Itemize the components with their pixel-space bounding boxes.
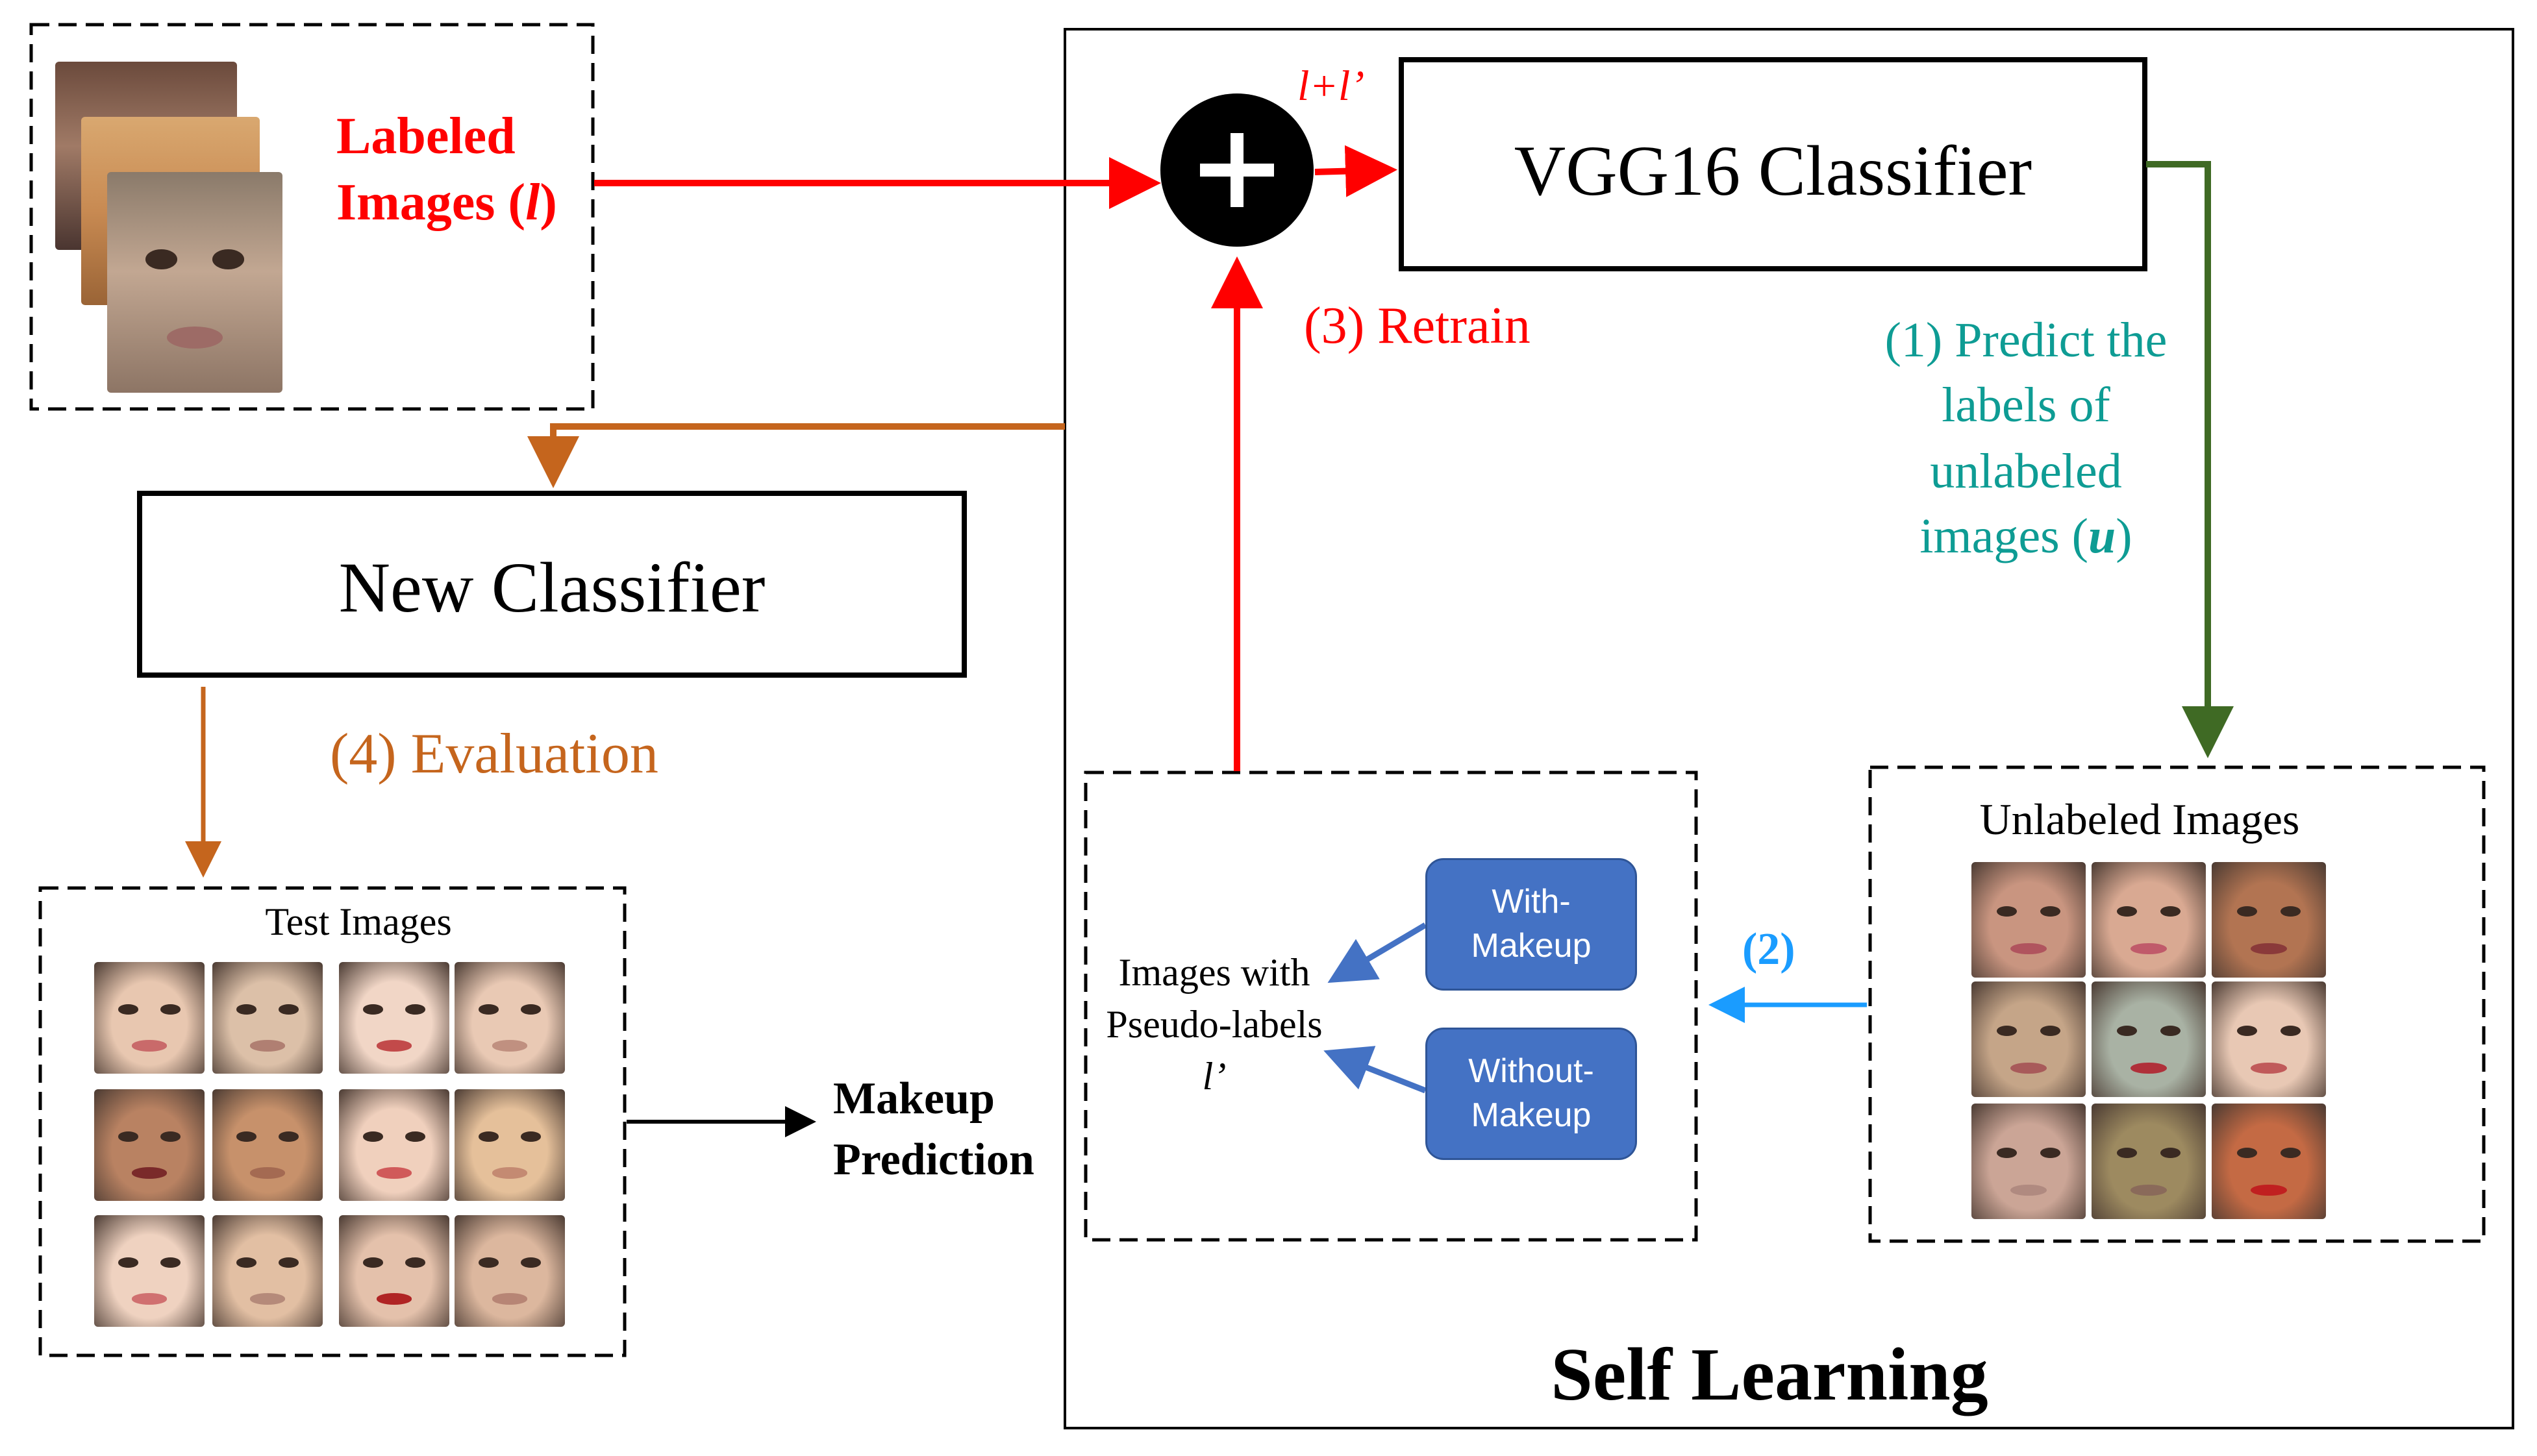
arrow-without-makeup (1323, 1046, 1427, 1094)
predict-label-4: images (u) (1838, 512, 2214, 561)
test-face-12 (455, 1215, 565, 1327)
test-face-8 (455, 1089, 565, 1201)
labeled-images-label-2: Images (l) (336, 177, 557, 228)
retrain-label: (3) Retrain (1304, 297, 1531, 354)
predict-label-2: labels of (1942, 378, 2110, 432)
pseudo-label-3: l’ (1202, 1055, 1227, 1098)
vgg16-label: VGG16 Classifier (1514, 131, 2032, 210)
predict-text: images ( (1919, 509, 2088, 563)
test-face-1 (94, 962, 205, 1074)
pseudo-label-2: Pseudo-labels (1106, 1003, 1323, 1046)
test-face-3 (339, 962, 449, 1074)
labeled-images-text: Images ( (336, 174, 526, 231)
plus-icon-v (1231, 133, 1244, 207)
makeup-label-2: Prediction (833, 1135, 1034, 1185)
predict-close: ) (2116, 509, 2132, 563)
without-makeup-pill: Without- Makeup (1425, 1028, 1637, 1160)
test-face-10 (212, 1215, 323, 1327)
test-face-4 (455, 962, 565, 1074)
new-classifier-label: New Classifier (338, 548, 766, 627)
self-learning-title: Self Learning (1551, 1333, 1988, 1416)
self-learning-frame (1064, 28, 2514, 1429)
vgg16-box (1399, 57, 2147, 271)
new-classifier-box (137, 491, 967, 678)
test-face-6 (212, 1089, 323, 1201)
unlabeled-face-5 (2092, 981, 2206, 1097)
unlabeled-images-label: Unlabeled Images (1979, 795, 2300, 844)
test-face-11 (339, 1215, 449, 1327)
labeled-close: ) (540, 174, 557, 231)
sum-label: l+l’ (1297, 62, 1365, 110)
unlabeled-face-9 (2212, 1104, 2326, 1219)
predict-label-1: (1) Predict the (1884, 313, 2168, 367)
with-makeup-label: With- Makeup (1471, 883, 1592, 965)
arrow-to-new-classifier (527, 423, 1065, 488)
with-makeup-pill: With- Makeup (1425, 858, 1637, 991)
labeled-images-box (29, 23, 595, 411)
unlabeled-face-6 (2212, 981, 2326, 1097)
unlabeled-face-8 (2092, 1104, 2206, 1219)
unlabeled-face-1 (1971, 862, 2086, 978)
step2-label: (2) (1742, 924, 1795, 974)
evaluation-label: (4) Evaluation (330, 722, 658, 785)
arrow-with-makeup (1327, 922, 1427, 983)
unlabeled-images-box (1868, 765, 2486, 1243)
arrow-predict (2146, 161, 2234, 758)
test-images-label: Test Images (265, 900, 452, 943)
unlabeled-face-7 (1971, 1104, 2086, 1219)
unlabeled-face-2 (2092, 862, 2206, 978)
test-face-9 (94, 1215, 205, 1327)
test-face-2 (212, 962, 323, 1074)
labeled-images-label: Labeled (336, 108, 516, 165)
labeled-var: l (525, 174, 540, 231)
pseudo-label-box (1084, 771, 1698, 1242)
predict-var: u (2088, 509, 2116, 563)
without-makeup-label: Without- Makeup (1468, 1052, 1594, 1134)
pseudo-label-1: Images with (1118, 951, 1310, 994)
unlabeled-face-4 (1971, 981, 2086, 1097)
test-images-box (38, 886, 627, 1357)
labeled-face-3 (107, 172, 282, 393)
test-face-7 (339, 1089, 449, 1201)
unlabeled-face-3 (2212, 862, 2326, 978)
makeup-label-1: Makeup (833, 1074, 995, 1124)
arrow-sum-to-vgg (1314, 145, 1397, 197)
predict-label-3: unlabeled (1930, 444, 2122, 499)
test-face-5 (94, 1089, 205, 1201)
